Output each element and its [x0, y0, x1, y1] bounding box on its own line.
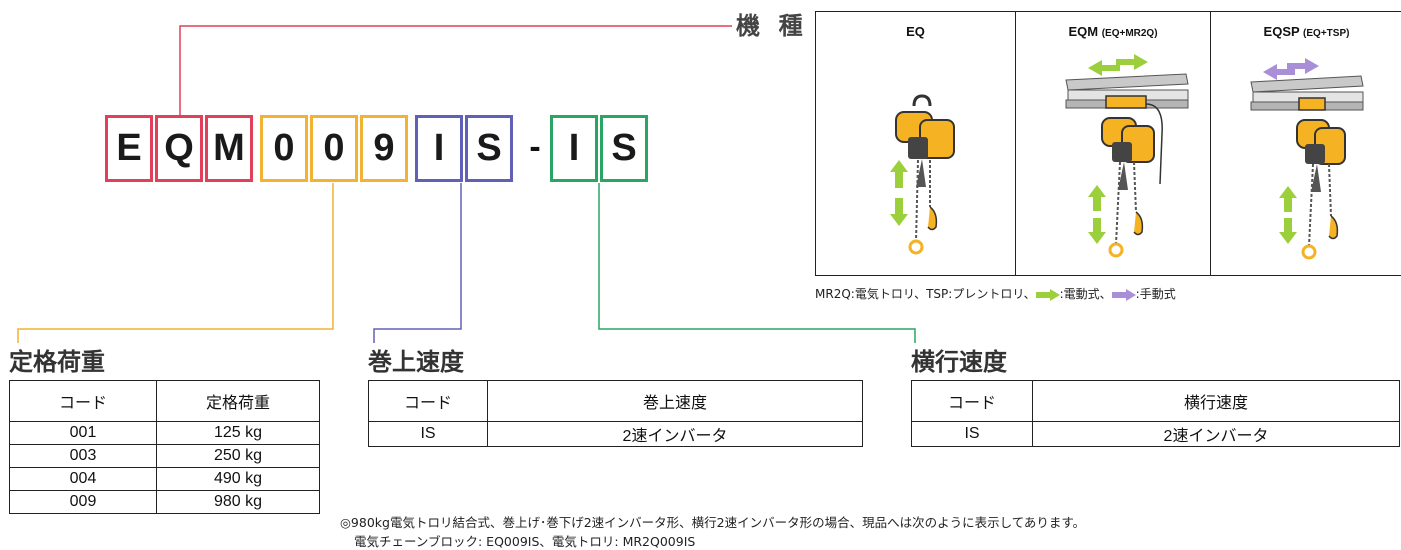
panel-heading-eq: EQ: [906, 24, 925, 39]
header-code: コード: [911, 380, 1033, 422]
legend-electric-label: :電動式、: [1059, 287, 1112, 301]
legend-prefix: MR2Q:電気トロリ、TSP:プレントロリ、: [815, 287, 1036, 301]
cell-code: IS: [911, 421, 1033, 447]
manual-traverse-arrow-icon: [1263, 58, 1319, 80]
hoist-eq-illustration: [890, 94, 955, 255]
code-char-capacity-1: 0: [260, 115, 308, 182]
panel-heading-eqsp: EQSP (EQ+TSP): [1263, 24, 1350, 39]
model-connector: [179, 25, 732, 115]
panel-column-eqm: EQM (EQ+MR2Q): [1015, 12, 1210, 275]
code-char-lifting-1: I: [415, 115, 463, 182]
lifting-title: 巻上速度: [368, 348, 464, 376]
header-traverse-speed: 横行速度: [1032, 380, 1400, 422]
electric-traverse-arrow-icon: [1088, 54, 1148, 76]
code-char-capacity-2: 0: [310, 115, 358, 182]
header-capacity: 定格荷重: [156, 380, 320, 422]
traverse-title: 横行速度: [911, 348, 1007, 376]
header-code: コード: [9, 380, 157, 422]
code-dash: -: [529, 128, 541, 166]
panel-legend: MR2Q:電気トロリ、TSP:プレントロリ、 :電動式、 :手動式: [815, 285, 1176, 302]
lifting-connector: [373, 183, 462, 343]
cell-value: 980 kg: [156, 490, 320, 514]
table-header-row: コード 巻上速度: [368, 380, 863, 422]
product-panel: EQ EQM (EQ+MR2Q): [815, 11, 1401, 276]
header-lifting-speed: 巻上速度: [487, 380, 863, 422]
code-char-e: E: [105, 115, 153, 182]
electric-lift-arrow-icon: [1279, 186, 1297, 244]
cell-value: 490 kg: [156, 467, 320, 491]
hoist-eqsp-illustration: [1250, 58, 1364, 260]
panel-column-eq: EQ: [816, 12, 1015, 275]
cell-code: 001: [9, 421, 157, 445]
cell-value: 2速インバータ: [487, 421, 863, 447]
header-code: コード: [368, 380, 488, 422]
capacity-connector: [17, 183, 334, 343]
table-header-row: コード 横行速度: [911, 380, 1400, 422]
panel-heading-eqm: EQM (EQ+MR2Q): [1068, 24, 1158, 39]
hoist-icon: [1296, 97, 1346, 260]
capacity-title: 定格荷重: [9, 348, 105, 376]
code-char-traverse-2: S: [600, 115, 648, 182]
code-char-lifting-2: S: [465, 115, 513, 182]
code-char-m: M: [205, 115, 253, 182]
code-char-traverse-1: I: [550, 115, 598, 182]
manual-arrow-icon: [1111, 288, 1136, 301]
cell-value: 250 kg: [156, 444, 320, 468]
cell-value: 125 kg: [156, 421, 320, 445]
model-label: 機 種: [736, 13, 809, 40]
traverse-connector: [598, 183, 916, 343]
cell-code: 009: [9, 490, 157, 514]
panel-column-eqsp: EQSP (EQ+TSP): [1210, 12, 1401, 275]
table-header-row: コード 定格荷重: [9, 380, 320, 422]
cell-code: 004: [9, 467, 157, 491]
cell-value: 2速インバータ: [1032, 421, 1400, 447]
electric-arrow-icon: [1035, 288, 1060, 301]
code-char-q: Q: [155, 115, 203, 182]
hoist-icon: [1101, 95, 1163, 258]
hoist-eqm-illustration: [1065, 54, 1189, 258]
electric-lift-arrow-icon: [1088, 185, 1106, 244]
footnote-line-1: ◎980kg電気トロリ結合式、巻上げ･巻下げ2速インバータ形、横行2速インバータ…: [340, 515, 1086, 530]
footnote-line-2: 電気チェーンブロック: EQ009IS、電気トロリ: MR2Q009IS: [354, 534, 696, 549]
cell-code: 003: [9, 444, 157, 468]
cell-code: IS: [368, 421, 488, 447]
legend-manual-label: :手動式: [1135, 287, 1176, 301]
code-char-capacity-3: 9: [360, 115, 408, 182]
electric-lift-arrow-icon: [890, 160, 908, 226]
hoist-icon: [895, 94, 955, 255]
